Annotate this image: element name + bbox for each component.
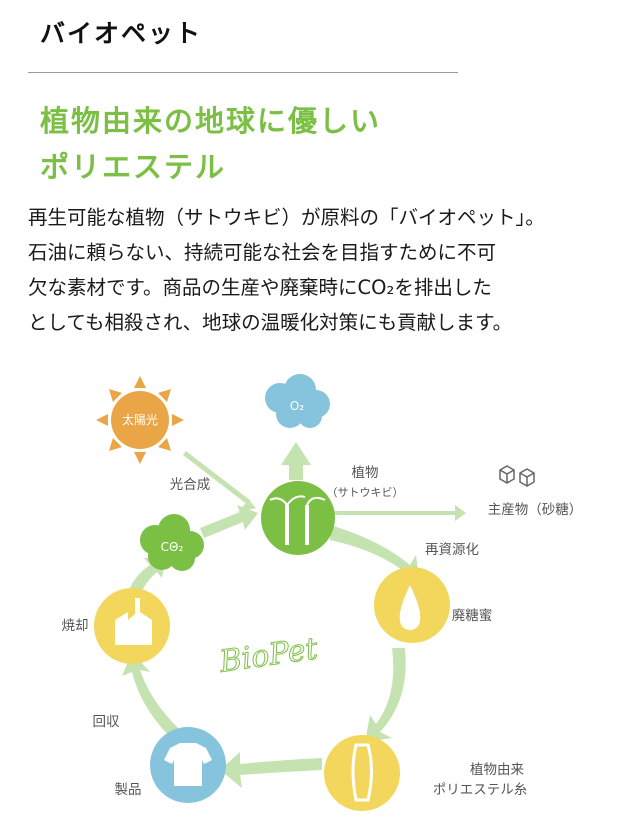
incinerate-label: 焼却 (62, 618, 89, 634)
co2-label: CO₂ (161, 540, 184, 554)
description-line: 石油に頼らない、持続可能な社会を目指すために不可 (28, 241, 497, 264)
collect-arrow (122, 652, 178, 735)
molasses-to-thread-arrow (365, 648, 406, 742)
description-line: としても相殺され、地球の温暖化対策にも貢献します。 (28, 311, 513, 334)
o2-label: O₂ (290, 399, 304, 413)
drop-icon (399, 585, 421, 630)
recycle-label: 再資源化 (425, 542, 479, 558)
description-line: 欠な素材です。商品の生産や廃棄時にCO₂を排出した (28, 276, 492, 299)
description-line: 再生可能な植物（サトウキビ）が原料の「バイオペット」。 (28, 206, 545, 229)
shirt-icon (164, 743, 212, 786)
o2-cloud-icon (265, 374, 330, 428)
co2-arrow (200, 505, 258, 538)
arrows (122, 442, 466, 788)
photosynthesis-label: 光合成 (170, 477, 211, 493)
thread-label-2: ポリエステル糸 (433, 782, 528, 798)
photosynthesis-arrow-line (183, 451, 251, 505)
description: 再生可能な植物（サトウキビ）が原料の「バイオペット」。 石油に頼らない、持続可能… (28, 200, 628, 340)
sun-label: 太陽光 (122, 412, 158, 427)
sugarcane-icon (269, 495, 326, 545)
product-label: 製品 (115, 782, 142, 798)
thread-spool-icon (351, 743, 373, 802)
heading-line-1: 植物由来の地球に優しい (40, 104, 382, 138)
main-product-label: 主産物（砂糖） (488, 502, 583, 518)
o2-arrow (281, 442, 311, 480)
divider (28, 72, 458, 73)
thread-to-product-arrow (220, 752, 322, 788)
biopet-logo: BioPet (217, 631, 321, 680)
collect-label: 回収 (93, 714, 120, 730)
sugar-arrow (334, 505, 466, 521)
plant-label: 植物 (352, 465, 379, 481)
sun-icon (96, 376, 184, 464)
sugarcane-circle (261, 481, 335, 555)
heading-line-2: ポリエステル (40, 150, 227, 184)
thread-label-1: 植物由来 (470, 762, 524, 778)
thread-circle (324, 735, 400, 811)
sugar-cubes-icon (499, 465, 535, 487)
molasses-label: 廃糖蜜 (452, 607, 493, 624)
co2-cloud-icon (140, 514, 204, 571)
factory-icon (115, 598, 152, 645)
plant-sub-label: （サトウキビ） (327, 486, 404, 499)
photosynthesis-arrow (185, 455, 256, 512)
recycle-arrow (330, 525, 420, 585)
page-title: バイオペット (40, 19, 203, 48)
